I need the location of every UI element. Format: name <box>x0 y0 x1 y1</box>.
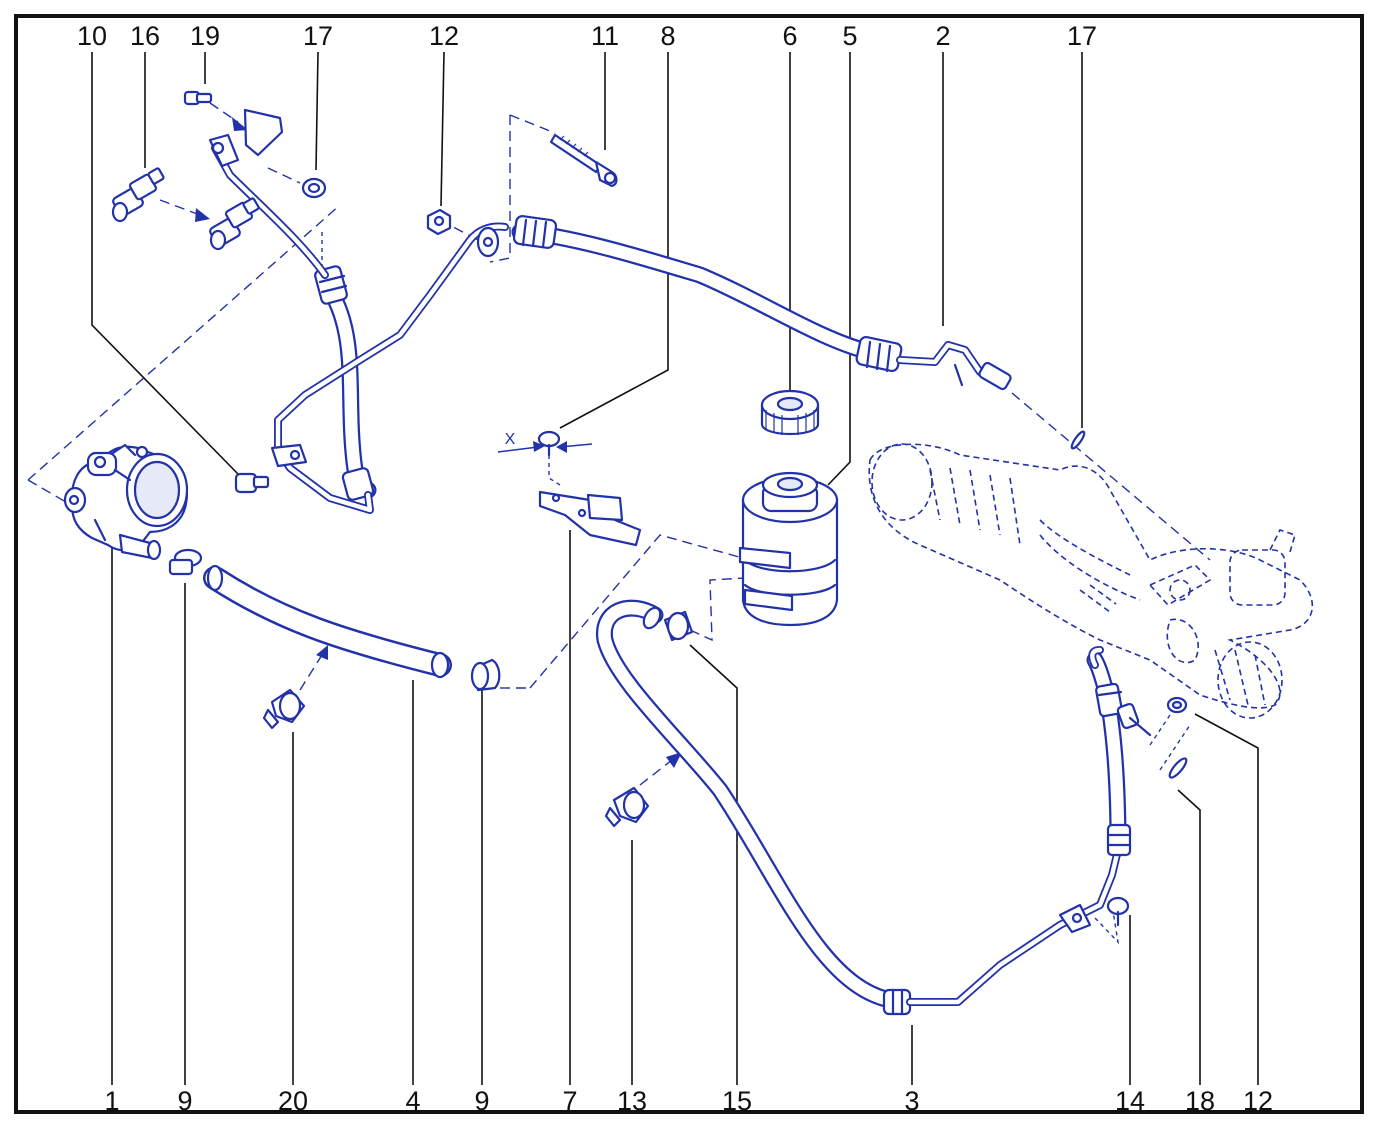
dash-seal-18 <box>1159 724 1191 771</box>
leader-17 <box>315 51 319 171</box>
oring-18 <box>1168 757 1188 779</box>
label-8: 8 <box>660 21 675 51</box>
oring-17-right <box>1070 430 1086 450</box>
arrow-x-left <box>497 441 593 453</box>
hose-clamp-20 <box>262 688 306 730</box>
reservoir-5 <box>738 471 839 627</box>
label-3: 3 <box>904 1086 919 1116</box>
label-5: 5 <box>842 21 857 51</box>
arrow-20 <box>299 645 328 691</box>
leader-18 <box>1177 789 1201 1085</box>
assembly-dashed-lines: X <box>27 102 1211 945</box>
screw-8 <box>537 430 561 457</box>
dash-bolt-14 <box>1094 904 1120 945</box>
clamp-9-right <box>470 658 501 692</box>
arrow-17 <box>267 167 301 184</box>
label-12: 12 <box>429 21 459 51</box>
label-2: 2 <box>935 21 950 51</box>
label-18: 18 <box>1185 1086 1215 1116</box>
dash-pipe2-to-rack <box>1011 392 1211 561</box>
arrow-13 <box>639 752 682 786</box>
labels-bottom: 1 9 20 4 9 7 13 15 3 14 18 12 <box>104 1086 1273 1116</box>
power-steering-pump <box>63 443 189 561</box>
nut-12 <box>426 208 452 236</box>
label-7: 7 <box>562 1086 577 1116</box>
washer-17 <box>301 177 327 199</box>
return-hose-3 <box>596 599 1152 1016</box>
dash-reservoir-left <box>529 534 751 689</box>
dash-bolt-11-top <box>509 114 556 134</box>
dash-seal-12r <box>1149 699 1181 746</box>
label-11: 11 <box>591 21 619 51</box>
dimension-x-label: X <box>505 431 516 448</box>
label-4: 4 <box>405 1086 420 1116</box>
label-10: 10 <box>77 21 107 51</box>
leader-lines <box>91 51 1259 1085</box>
leader-12-right <box>1194 713 1259 1085</box>
label-1: 1 <box>104 1086 119 1116</box>
pressure-switch-16 <box>111 167 165 223</box>
labels-top: 10 16 19 17 12 11 8 6 5 2 17 <box>77 21 1097 51</box>
clamp-9-left <box>168 548 203 576</box>
label-16: 16 <box>130 21 160 51</box>
label-9: 9 <box>177 1086 192 1116</box>
arrow-16 <box>159 199 210 222</box>
label-19: 19 <box>190 21 220 51</box>
label-15: 15 <box>722 1086 752 1116</box>
bolt-14 <box>1106 896 1130 927</box>
label-6: 6 <box>782 21 797 51</box>
label-17: 17 <box>303 21 333 51</box>
hose-4 <box>203 564 452 679</box>
bolt-10 <box>234 472 270 494</box>
leader-8 <box>559 52 669 429</box>
seal-12-right <box>1166 696 1188 714</box>
reservoir-cap-6 <box>760 389 820 435</box>
bolt-11 <box>549 133 618 188</box>
steering-rack-ghost <box>868 443 1314 719</box>
leader-10 <box>91 52 239 475</box>
leader-12 <box>440 51 445 207</box>
label-9-right: 9 <box>474 1086 489 1116</box>
pressure-pipe-assembly <box>208 108 1012 514</box>
label-17-right: 17 <box>1067 21 1097 51</box>
bracket-7 <box>538 490 642 547</box>
arrow-19 <box>209 102 248 131</box>
bolt-19 <box>183 90 213 106</box>
clamp-15 <box>663 610 694 642</box>
leader-5 <box>827 52 851 486</box>
diagram-frame <box>14 14 1364 1114</box>
label-14: 14 <box>1115 1086 1145 1116</box>
dash-screw-8 <box>548 455 561 486</box>
label-20: 20 <box>278 1086 308 1116</box>
leader-15 <box>689 644 738 1085</box>
label-13: 13 <box>617 1086 647 1116</box>
hose-clamp-13 <box>604 786 650 828</box>
dash-clamp-15 <box>689 577 746 642</box>
pressure-switch-fitted <box>209 197 260 251</box>
label-12-right: 12 <box>1243 1086 1273 1116</box>
dash-pump-bracket <box>27 204 341 481</box>
